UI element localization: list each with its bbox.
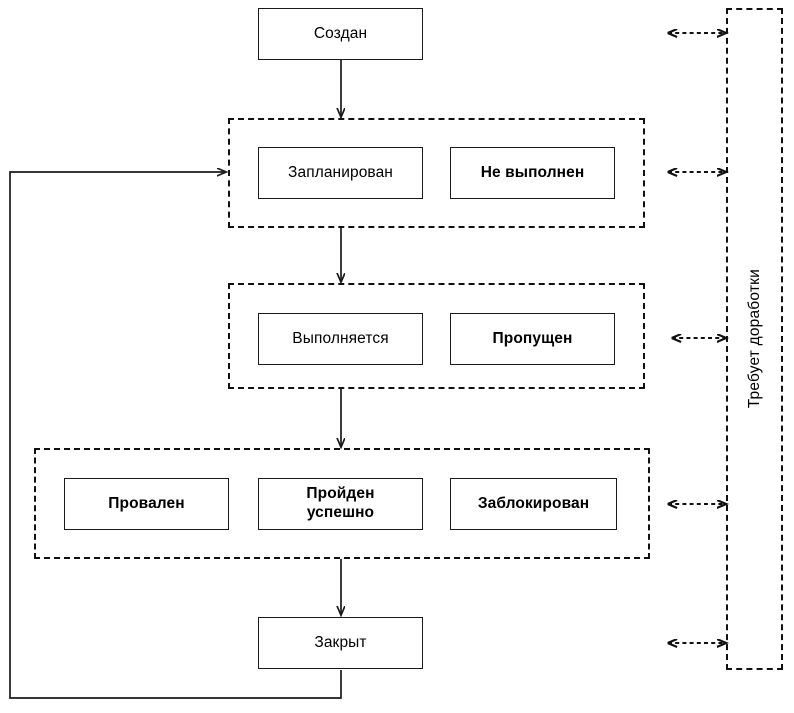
state-failed[interactable]: Провален (64, 478, 229, 530)
state-planned-label: Запланирован (288, 163, 393, 181)
state-planned[interactable]: Запланирован (258, 147, 423, 199)
state-skipped-label: Пропущен (492, 329, 573, 347)
state-blocked[interactable]: Заблокирован (450, 478, 617, 530)
state-group-planned (228, 118, 645, 228)
state-passed-label-line2: успешно (306, 504, 375, 521)
state-passed-label-line1: Пройден (306, 485, 375, 503)
rework-links (668, 33, 726, 643)
state-in-progress-label: Выполняется (292, 329, 389, 347)
state-not-executed[interactable]: Не выполнен (450, 147, 615, 199)
rework-lane[interactable]: Требует доработки (726, 8, 783, 670)
state-failed-label: Провален (108, 494, 185, 512)
state-blocked-label: Заблокирован (477, 494, 590, 512)
state-group-terminal (34, 448, 650, 559)
state-closed-label: Закрыт (314, 633, 367, 651)
state-created-label: Создан (313, 24, 368, 42)
state-not-executed-label: Не выполнен (480, 163, 585, 181)
state-closed[interactable]: Закрыт (258, 617, 423, 669)
state-created[interactable]: Создан (258, 8, 423, 60)
state-passed[interactable]: Пройден успешно (258, 478, 423, 530)
state-in-progress[interactable]: Выполняется (258, 313, 423, 365)
state-group-in-progress (228, 283, 645, 389)
state-skipped[interactable]: Пропущен (450, 313, 615, 365)
rework-lane-label: Требует доработки (745, 269, 763, 409)
